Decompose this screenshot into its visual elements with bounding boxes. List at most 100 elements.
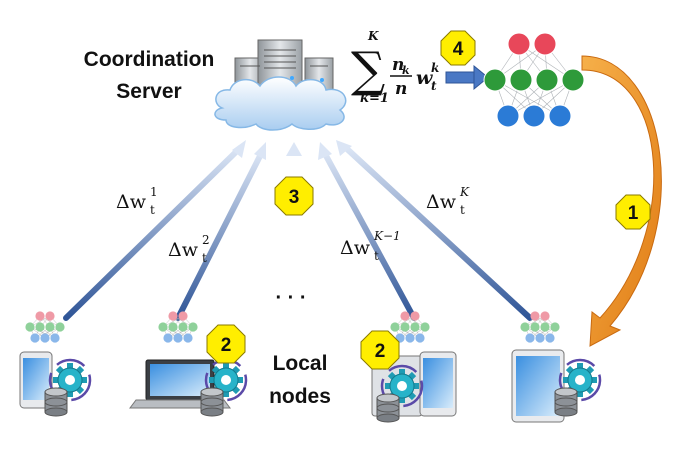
nn-node (420, 322, 430, 332)
nn-node (188, 322, 198, 332)
training-gear-icon (48, 358, 92, 402)
nn-node (55, 322, 65, 332)
nn-node (540, 311, 550, 321)
update-arrowhead-k-1 (318, 142, 332, 160)
step-badge-1: 1 (615, 194, 651, 230)
nn-node (520, 322, 530, 332)
svg-text:4: 4 (453, 39, 464, 60)
step-badge-3: 3 (274, 176, 314, 216)
nn-node (35, 322, 45, 332)
nn-input-node (522, 104, 546, 128)
nn-node (530, 322, 540, 332)
nn-node (415, 333, 425, 343)
update-label-k-1-sub: t (374, 249, 379, 263)
update-label-1-main: Δw (116, 191, 147, 213)
nn-node (40, 333, 50, 343)
update-arrowhead-2 (254, 142, 266, 160)
sum-lower-limit: k=1 (360, 91, 389, 106)
update-arrowhead-k (336, 140, 352, 156)
fraction-numerator-sub: k (402, 64, 410, 77)
update-label-2: Δw t 2 (168, 233, 210, 265)
local-model-network (520, 311, 560, 343)
weight-subscript: t (431, 79, 437, 93)
nn-node (173, 333, 183, 343)
database-icon (554, 387, 578, 417)
nn-node (178, 322, 188, 332)
nn-node (545, 333, 555, 343)
update-label-1-sup: 1 (150, 185, 158, 199)
update-arrow-k (343, 145, 533, 321)
nn-node (45, 311, 55, 321)
nn-node (405, 333, 415, 343)
nn-node (550, 322, 560, 332)
fraction-numerator: n (392, 55, 404, 75)
update-label-k-sup: K (459, 185, 470, 199)
update-label-k: Δw t K (426, 185, 470, 217)
nn-node (540, 322, 550, 332)
svg-text:1: 1 (628, 203, 639, 224)
ellipsis: · · · (275, 287, 306, 309)
nn-node (25, 322, 35, 332)
update-label-k-1-main: Δw (340, 237, 371, 259)
nn-node (30, 333, 40, 343)
nn-node (530, 311, 540, 321)
nn-node (163, 333, 173, 343)
update-label-1-sub: t (150, 203, 155, 217)
nn-node (50, 333, 60, 343)
nn-node (535, 333, 545, 343)
nn-node (183, 333, 193, 343)
local-node-1 (19, 311, 65, 409)
svg-text:2: 2 (221, 335, 232, 356)
nn-hidden-node (509, 68, 533, 92)
update-label-k-main: Δw (426, 191, 457, 213)
update-label-k-1: Δw t K−1 (340, 229, 401, 263)
nn-node (178, 311, 188, 321)
nn-node (525, 333, 535, 343)
svg-text:2: 2 (375, 341, 386, 362)
nn-input-node (496, 104, 520, 128)
nn-node (45, 322, 55, 332)
aggregation-arrow (445, 64, 489, 91)
local-model-network (25, 311, 65, 343)
server-label-line2: Server (116, 80, 181, 103)
update-label-1: Δw t 1 (116, 185, 158, 217)
database-icon (44, 387, 68, 417)
nn-node (168, 311, 178, 321)
update-label-2-main: Δw (168, 239, 199, 261)
nn-output-node (507, 32, 531, 56)
update-arrow-2 (175, 149, 265, 321)
model-distribution-arrow (581, 55, 662, 347)
local-node-k (511, 311, 565, 423)
global-model-network (483, 32, 585, 128)
local-model-network (158, 311, 198, 343)
local-model-network (390, 311, 430, 343)
nn-node (390, 322, 400, 332)
nn-node (168, 322, 178, 332)
update-arrows (63, 140, 533, 321)
local-nodes-label-line1: Local (273, 352, 328, 375)
step-badge-4: 4 (440, 30, 476, 66)
database-icon (200, 387, 224, 417)
training-gear-icon (558, 358, 602, 402)
nn-hidden-node (535, 68, 559, 92)
sum-upper-limit: K (367, 29, 379, 43)
nn-hidden-node (483, 68, 507, 92)
database-icon (376, 393, 400, 423)
step-badge-2-tablet: 2 (360, 330, 400, 370)
weight-symbol: w (416, 67, 433, 89)
step-badge-2-laptop: 2 (206, 324, 246, 364)
update-label-2-sup: 2 (202, 233, 210, 247)
update-arrow-k-1 (321, 149, 417, 321)
nn-node (410, 311, 420, 321)
fraction-denominator: n (395, 79, 407, 99)
nn-input-node (548, 104, 572, 128)
nn-node (158, 322, 168, 332)
nn-node (35, 311, 45, 321)
svg-text:3: 3 (289, 187, 300, 208)
server-label-line1: Coordination (84, 48, 215, 71)
weight-superscript: k (431, 61, 439, 75)
nn-edge (507, 79, 574, 117)
update-label-k-sub: t (460, 203, 465, 217)
update-arrow-1 (63, 145, 243, 321)
